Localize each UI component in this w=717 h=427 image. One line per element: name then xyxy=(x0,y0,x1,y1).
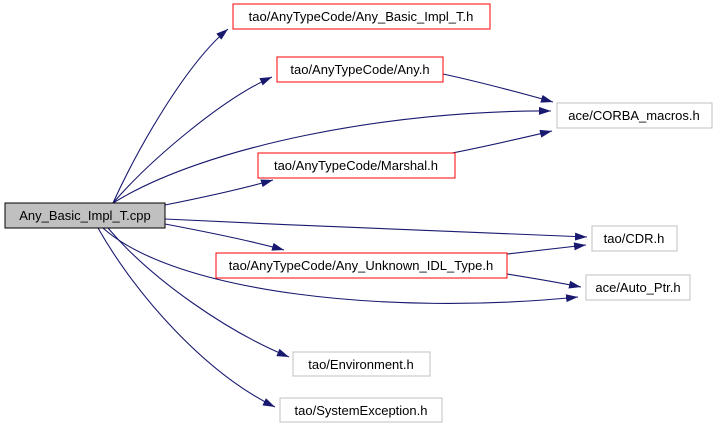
node-label: tao/AnyTypeCode/Any.h xyxy=(290,62,429,77)
node-marshal-h[interactable]: tao/AnyTypeCode/Marshal.h xyxy=(257,152,456,179)
edge-cpp-to-any-unknown-idl-type-h xyxy=(164,223,285,251)
node-box[interactable] xyxy=(279,397,443,423)
node-label: ace/Auto_Ptr.h xyxy=(595,280,680,295)
node-any-unknown-idl-type-h[interactable]: tao/AnyTypeCode/Any_Unknown_IDL_Type.h xyxy=(215,252,508,279)
node-box[interactable] xyxy=(257,152,456,179)
node-label: tao/AnyTypeCode/Marshal.h xyxy=(274,158,438,173)
edge-cpp-to-auto-ptr-h xyxy=(102,227,579,304)
node-box[interactable] xyxy=(591,225,678,252)
node-box[interactable] xyxy=(585,274,691,301)
node-box[interactable] xyxy=(556,102,713,129)
node-box[interactable] xyxy=(232,3,491,30)
edge-cpp-to-any-h xyxy=(112,76,273,204)
node-cdr-h[interactable]: tao/CDR.h xyxy=(591,225,678,252)
node-label: Any_Basic_Impl_T.cpp xyxy=(19,208,151,223)
node-any-h[interactable]: tao/AnyTypeCode/Any.h xyxy=(276,56,444,83)
node-box[interactable] xyxy=(276,56,444,83)
node-environment-h[interactable]: tao/Environment.h xyxy=(292,351,431,377)
node-box[interactable] xyxy=(215,252,508,279)
node-label: tao/AnyTypeCode/Any_Basic_Impl_T.h xyxy=(249,9,474,24)
edge-cpp-to-system-exception-h xyxy=(97,227,276,408)
node-box xyxy=(4,202,166,229)
node-corba-macros-h[interactable]: ace/CORBA_macros.h xyxy=(556,102,713,129)
edge-any-unknown-to-cdr-h xyxy=(506,242,587,255)
node-system-exception-h[interactable]: tao/SystemException.h xyxy=(279,397,443,423)
edge-any-unknown-to-auto-ptr-h xyxy=(506,273,582,289)
node-label: tao/AnyTypeCode/Any_Unknown_IDL_Type.h xyxy=(229,258,494,273)
edge-cpp-to-marshal-h xyxy=(164,179,274,206)
node-label: ace/CORBA_macros.h xyxy=(568,108,700,123)
node-label: tao/SystemException.h xyxy=(295,403,428,418)
node-any-basic-impl-t-cpp: Any_Basic_Impl_T.cpp xyxy=(4,202,166,229)
edge-cpp-to-corba-macros-h xyxy=(112,106,552,204)
edge-cpp-to-any-basic-impl-t-h xyxy=(112,28,229,204)
edge-cpp-to-cdr-h xyxy=(164,218,588,241)
edge-marshal-h-to-corba-macros-h xyxy=(451,129,553,154)
node-label: tao/Environment.h xyxy=(308,357,414,372)
node-label: tao/CDR.h xyxy=(604,231,665,246)
edge-cpp-to-environment-h xyxy=(107,227,290,358)
node-box[interactable] xyxy=(292,351,431,377)
node-auto-ptr-h[interactable]: ace/Auto_Ptr.h xyxy=(585,274,691,301)
edge-any-h-to-corba-macros-h xyxy=(442,73,554,103)
node-any-basic-impl-t-h[interactable]: tao/AnyTypeCode/Any_Basic_Impl_T.h xyxy=(232,3,491,30)
